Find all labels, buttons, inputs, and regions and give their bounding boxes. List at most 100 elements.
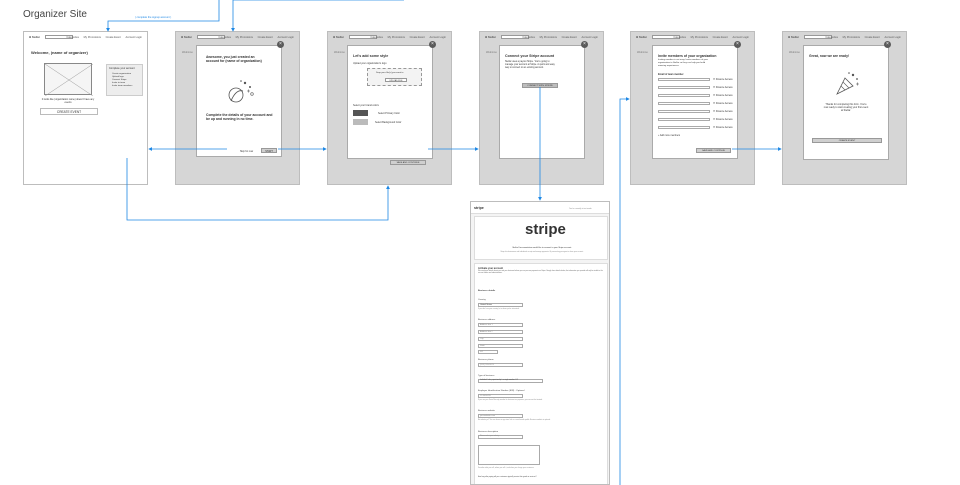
nav-link-account[interactable]: Account Login	[277, 36, 294, 39]
email-field[interactable]	[658, 110, 710, 113]
nav-link-categories[interactable]: Categories	[370, 36, 383, 39]
finance-access-label: Finance Access	[715, 78, 733, 81]
close-icon[interactable]: ×	[581, 41, 588, 48]
finance-access-label: Finance Access	[715, 94, 733, 97]
finance-access-checkbox[interactable]: ☐ Finance Access	[713, 102, 733, 105]
top-nav: ✱ Stellar Categories My Promotions Creat…	[783, 32, 906, 43]
nav-link-account[interactable]: Account Login	[732, 36, 749, 39]
complete-account-panel: Complete your account Create organizatio…	[106, 64, 143, 96]
finance-access-checkbox[interactable]: ☐ Finance Access	[713, 94, 733, 97]
description-select[interactable]: Please select your industry...	[478, 435, 523, 439]
nav-link-account[interactable]: Account Login	[429, 36, 446, 39]
search-input[interactable]	[45, 35, 73, 39]
nav-link-promotions[interactable]: My Promotions	[83, 36, 101, 39]
nav-link-create-event[interactable]: Create Event	[409, 36, 425, 39]
website-input[interactable]: yourwebsite.com	[478, 414, 523, 418]
upload-file-button[interactable]: UPLOAD FILE	[385, 78, 407, 82]
primary-color-label[interactable]: Select Primary Color	[378, 112, 400, 115]
nav-link-account[interactable]: Account Login	[884, 36, 901, 39]
address-line1-input[interactable]: Address line 1	[478, 323, 523, 327]
business-details-heading: Business details	[478, 290, 496, 292]
website-note: No website yet? You can share an app sto…	[478, 420, 551, 421]
close-icon[interactable]: ×	[277, 41, 284, 48]
email-field[interactable]	[658, 102, 710, 105]
nav-link-account[interactable]: Account Login	[125, 36, 142, 39]
skip-link[interactable]: Skip for now	[240, 150, 254, 153]
save-continue-button[interactable]: SAVE AND CONTINUE	[696, 148, 731, 153]
business-type-select[interactable]: Individual / sole proprietorship / or si…	[478, 379, 543, 383]
nav-link-promotions[interactable]: My Promotions	[842, 36, 860, 39]
stripe-form: Activate your account We need more detai…	[474, 263, 608, 484]
search-input[interactable]	[197, 35, 225, 39]
add-more-link[interactable]: + Add more members	[658, 135, 681, 137]
finance-access-checkbox[interactable]: ☐ Finance Access	[713, 78, 733, 81]
finance-access-checkbox[interactable]: ☐ Finance Access	[713, 126, 733, 129]
city-input[interactable]: City	[478, 337, 523, 341]
nav-link-create-event[interactable]: Create Event	[864, 36, 880, 39]
logo: ✱ Stellar	[333, 36, 344, 39]
email-field[interactable]	[658, 86, 710, 89]
nav-link-categories[interactable]: Categories	[218, 36, 231, 39]
nav-link-categories[interactable]: Categories	[825, 36, 838, 39]
nav-link-promotions[interactable]: My Promotions	[690, 36, 708, 39]
background-color-swatch[interactable]	[353, 119, 368, 125]
nav-link-account[interactable]: Account Login	[581, 36, 598, 39]
arrow-stripe-return	[619, 97, 630, 485]
nav-link-promotions[interactable]: My Promotions	[539, 36, 557, 39]
delivery-question: How long after paying will your customer…	[478, 477, 537, 478]
nav-link-promotions[interactable]: My Promotions	[235, 36, 253, 39]
stripe-modal: Connect your Stripe account Stellar uses…	[499, 45, 585, 159]
search-input[interactable]	[804, 35, 832, 39]
start-button[interactable]: START	[261, 148, 277, 153]
nav-link-create-event[interactable]: Create Event	[712, 36, 728, 39]
ready-modal: Great, now we are ready! Thanks for comp…	[803, 45, 889, 160]
email-field[interactable]	[658, 94, 710, 97]
email-field[interactable]	[658, 126, 710, 129]
nav-link-promotions[interactable]: My Promotions	[387, 36, 405, 39]
logo: ✱ Stellar	[636, 36, 647, 39]
panel-item[interactable]: Connect Stripe	[112, 79, 127, 81]
panel-item[interactable]: Invite to team	[112, 82, 126, 84]
placeholder-cross-icon	[44, 63, 94, 97]
description-textarea[interactable]	[478, 445, 540, 465]
nav-link-create-event[interactable]: Create Event	[257, 36, 273, 39]
nav-link-create-event[interactable]: Create Event	[105, 36, 121, 39]
description-label: Business description	[478, 431, 499, 433]
primary-color-swatch[interactable]	[353, 110, 368, 116]
search-input[interactable]	[349, 35, 377, 39]
finance-access-label: Finance Access	[715, 126, 733, 129]
finance-access-checkbox[interactable]: ☐ Finance Access	[713, 118, 733, 121]
email-field[interactable]	[658, 118, 710, 121]
finance-access-checkbox[interactable]: ☐ Finance Access	[713, 86, 733, 89]
close-icon[interactable]: ×	[734, 41, 741, 48]
welcome-heading: Welcome, (name of organizer)	[31, 50, 88, 55]
panel-item[interactable]: Create organization	[112, 73, 132, 75]
zip-input[interactable]: ZIP	[478, 350, 498, 354]
email-field[interactable]	[658, 78, 710, 81]
save-continue-button[interactable]: SAVE AND CONTINUE	[390, 160, 426, 165]
nav-link-categories[interactable]: Categories	[522, 36, 535, 39]
panel-item[interactable]: Invite team members	[112, 85, 133, 87]
nav-link-create-event[interactable]: Create Event	[561, 36, 577, 39]
ein-input[interactable]: 12-3456789	[478, 394, 523, 398]
search-input[interactable]	[652, 35, 680, 39]
background-color-label[interactable]: Select Background Color	[375, 121, 402, 124]
close-icon[interactable]: ×	[429, 41, 436, 48]
finance-access-checkbox[interactable]: ☐ Finance Access	[713, 110, 733, 113]
connect-stripe-button[interactable]: CONNECT WITH STRIPE	[522, 83, 558, 88]
phone-input[interactable]: (555) 555-0123	[478, 363, 523, 367]
nav-link-categories[interactable]: Categories	[66, 36, 79, 39]
panel-item[interactable]: Upload logo	[112, 76, 124, 78]
screen-style-modal: ✱ Stellar Categories My Promotions Creat…	[327, 31, 452, 185]
address-line2-input[interactable]: Address line 2	[478, 330, 523, 334]
search-input[interactable]	[501, 35, 529, 39]
logo: ✱ Stellar	[788, 36, 799, 39]
create-event-button[interactable]: CREATE EVENT	[812, 138, 882, 143]
nav-link-categories[interactable]: Categories	[673, 36, 686, 39]
country-select[interactable]: United States	[478, 303, 523, 307]
close-icon[interactable]: ×	[884, 41, 891, 48]
state-select[interactable]: State	[478, 344, 523, 348]
drop-zone[interactable]: Drop your file(s) you want to UPLOAD FIL…	[367, 68, 422, 86]
create-event-button[interactable]: CREATE EVENT	[40, 108, 98, 115]
top-nav: ✱ Stellar Categories My Promotions Creat…	[631, 32, 754, 43]
